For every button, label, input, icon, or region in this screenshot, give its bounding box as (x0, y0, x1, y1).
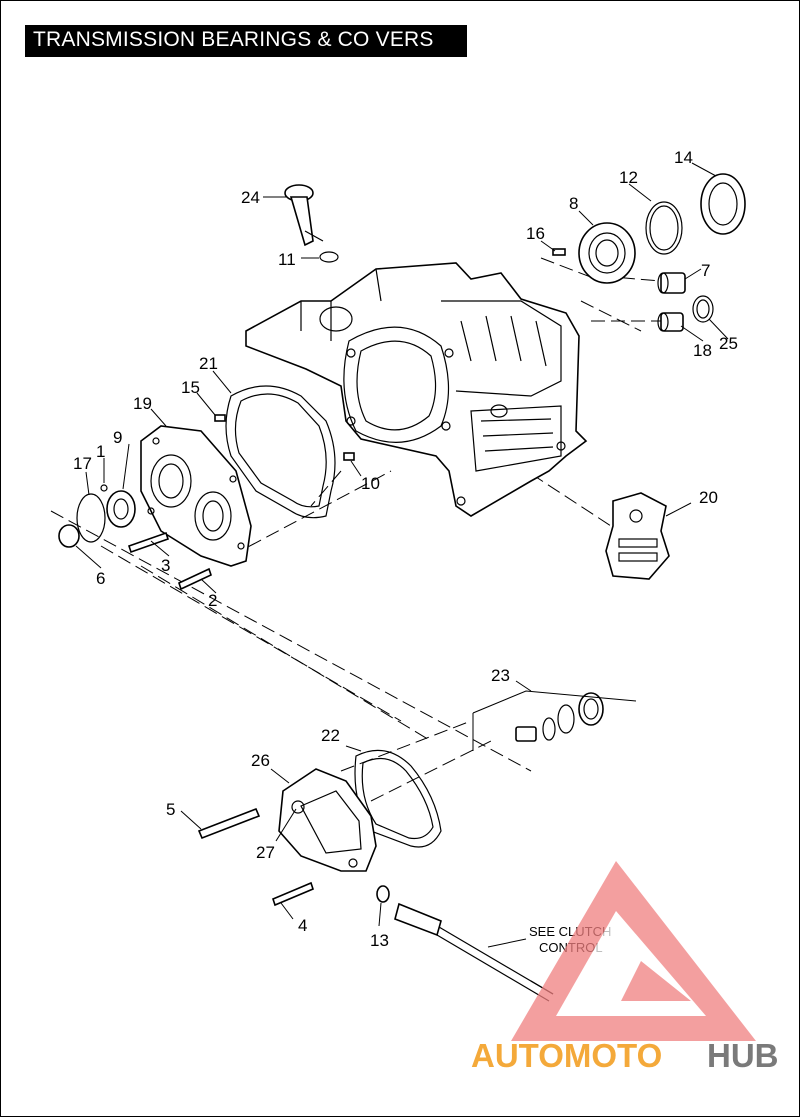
callout-17: 17 (73, 454, 92, 473)
callout-leaders (75, 162, 729, 948)
callout-11: 11 (278, 250, 296, 269)
callout-19: 19 (133, 394, 152, 413)
transmission-cover-26 (278, 768, 377, 872)
watermark-text-hub: HUB (707, 1037, 779, 1074)
spring-kit-23 (515, 692, 604, 742)
retaining-ring-12 (645, 201, 683, 255)
watermark-text-automoto: AUTOMOTO (471, 1037, 662, 1074)
callout-18: 18 (693, 341, 712, 360)
title-bar: TRANSMISSION BEARINGS & CO VERS (25, 25, 467, 57)
callout-6: 6 (96, 569, 105, 588)
transmission-case (245, 262, 588, 517)
watermark-logo (511, 861, 756, 1041)
o-ring-11 (319, 251, 339, 263)
callout-22: 22 (321, 726, 340, 745)
retaining-ring-17 (76, 493, 106, 543)
callout-25: 25 (719, 334, 738, 353)
callout-10: 10 (361, 474, 380, 493)
callout-labels: 1 2 3 4 5 6 7 8 9 10 11 12 13 14 15 16 1… (73, 148, 738, 950)
bearing-9 (106, 490, 136, 528)
gasket-22-inner (361, 757, 434, 840)
callout-2: 2 (208, 591, 217, 610)
needle-bearing-7 (657, 272, 686, 294)
gasket-20 (605, 492, 670, 580)
callout-12: 12 (619, 168, 638, 187)
vent-fitting-24 (284, 184, 324, 247)
oil-seal-14 (700, 173, 746, 235)
callout-3: 3 (161, 556, 170, 575)
callout-14: 14 (674, 148, 693, 167)
dowel-10 (343, 452, 355, 461)
screw-4 (272, 881, 314, 907)
gasket-21 (225, 385, 336, 519)
o-ring-13 (376, 885, 390, 903)
callout-27: 27 (256, 843, 275, 862)
dowel-1 (100, 484, 108, 492)
callout-24: 24 (241, 188, 260, 207)
callout-8: 8 (569, 194, 578, 213)
callout-13: 13 (370, 931, 389, 950)
side-door (140, 425, 252, 567)
callout-21: 21 (199, 354, 218, 373)
callout-1: 1 (96, 442, 105, 461)
callout-15: 15 (181, 378, 200, 397)
seal-25 (692, 295, 714, 323)
dowel-15 (214, 414, 226, 422)
page-title: TRANSMISSION BEARINGS & CO VERS (33, 28, 434, 51)
dowel-16 (552, 248, 566, 256)
callout-26: 26 (251, 751, 270, 770)
callout-4: 4 (298, 916, 307, 935)
callout-16: 16 (526, 224, 545, 243)
gasket-21-inner (234, 393, 327, 508)
callout-23: 23 (491, 666, 510, 685)
screw-5 (197, 807, 261, 840)
bearing-8 (578, 222, 636, 284)
nut-6 (58, 524, 80, 548)
callout-7: 7 (701, 261, 710, 280)
callout-9: 9 (113, 428, 122, 447)
needle-bearing-18 (657, 312, 684, 332)
clutch-cable (394, 902, 554, 1002)
screw-2 (178, 567, 212, 591)
screw-3 (127, 531, 170, 554)
callout-5: 5 (166, 800, 175, 819)
callout-20: 20 (699, 488, 718, 507)
